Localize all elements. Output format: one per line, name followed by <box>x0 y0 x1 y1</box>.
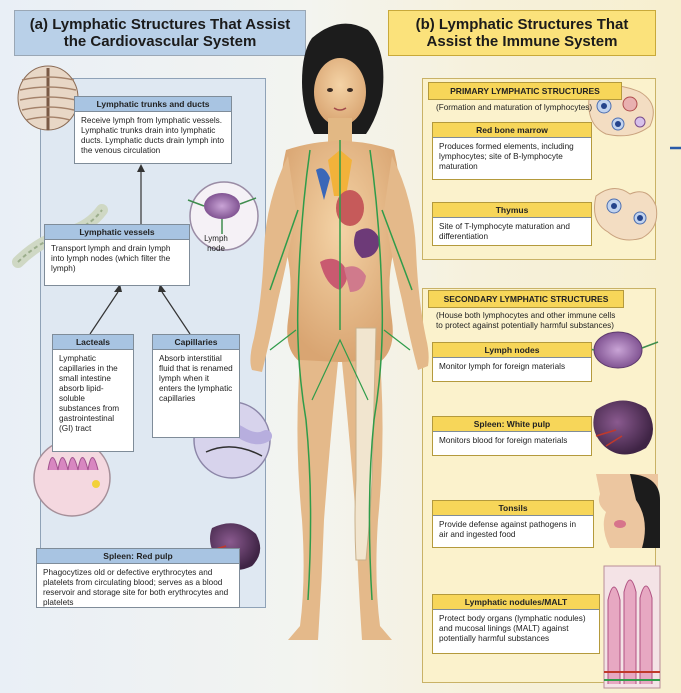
section-body: (Formation and maturation of lymphocytes… <box>436 103 593 112</box>
section-body: (House both lymphocytes and other immune… <box>436 311 616 330</box>
ribcage-illustration <box>17 65 79 131</box>
box-spleen-red-pulp: Spleen: Red pulp Phagocytizes old or def… <box>36 548 240 608</box>
box-body: Provide defense against pathogens in air… <box>439 520 577 539</box>
box-body: Receive lymph from lymphatic vessels. Ly… <box>81 116 225 155</box>
box-title: Lacteals <box>53 335 133 350</box>
panel-arrows <box>89 146 681 335</box>
box-title: Capillaries <box>153 335 239 350</box>
human-figure <box>250 23 429 640</box>
box-body: Absorb interstitial fluid that is rename… <box>159 354 233 403</box>
box-body: Monitor lymph for foreign materials <box>439 362 566 371</box>
box-red-bone-marrow: Red bone marrow Produces formed elements… <box>432 122 592 180</box>
box-body: Protect body organs (lymphatic nodules) … <box>439 614 586 643</box>
box-title: Lymphatic vessels <box>45 225 189 240</box>
box-title: Lymph nodes <box>433 343 591 358</box>
section-title: PRIMARY LYMPHATIC STRUCTURES <box>428 82 622 100</box>
box-title: Tonsils <box>433 501 593 516</box>
box-body: Phagocytizes old or defective erythrocyt… <box>43 568 229 607</box>
box-capillaries: Capillaries Absorb interstitial fluid th… <box>152 334 240 438</box>
box-body: Site of T-lymphocyte maturation and diff… <box>439 222 570 241</box>
box-lymphatic-vessels: Lymphatic vessels Transport lymph and dr… <box>44 224 190 286</box>
header-cardiovascular: (a) Lymphatic Structures That Assist the… <box>14 10 306 56</box>
spleen-white-pulp-illustration <box>593 400 653 455</box>
malt-illustration <box>603 565 661 689</box>
header-primary-structures: PRIMARY LYMPHATIC STRUCTURES (Formation … <box>428 82 622 116</box>
box-title: Red bone marrow <box>433 123 591 138</box>
box-body: Transport lymph and drain lymph into lym… <box>51 244 171 273</box>
lacteal-illustration <box>33 439 111 517</box>
box-lymphatic-trunks: Lymphatic trunks and ducts Receive lymph… <box>74 96 232 164</box>
box-body: Lymphatic capillaries in the small intes… <box>59 354 120 433</box>
box-lymphatic-nodules-malt: Lymphatic nodules/MALT Protect body orga… <box>432 594 600 654</box>
box-title: Thymus <box>433 203 591 218</box>
box-title: Spleen: Red pulp <box>37 549 239 564</box>
lymph-node-illustration <box>187 181 259 251</box>
section-title: SECONDARY LYMPHATIC STRUCTURES <box>428 290 624 308</box>
header-secondary-structures: SECONDARY LYMPHATIC STRUCTURES (House bo… <box>428 290 624 334</box>
box-spleen-white-pulp: Spleen: White pulp Monitors blood for fo… <box>432 416 592 456</box>
lymph-node-label-line2: node <box>207 244 225 253</box>
lymph-node-label-line1: Lymph <box>204 234 228 243</box>
thymus-illustration <box>594 188 658 241</box>
header-immune: (b) Lymphatic Structures That Assist the… <box>388 10 656 56</box>
box-title: Spleen: White pulp <box>433 417 591 432</box>
box-tonsils: Tonsils Provide defense against pathogen… <box>432 500 594 548</box>
box-thymus: Thymus Site of T-lymphocyte maturation a… <box>432 202 592 246</box>
box-lacteals: Lacteals Lymphatic capillaries in the sm… <box>52 334 134 452</box>
box-lymph-nodes: Lymph nodes Monitor lymph for foreign ma… <box>432 342 592 382</box>
box-body: Monitors blood for foreign materials <box>439 436 568 445</box>
box-body: Produces formed elements, including lymp… <box>439 142 574 171</box>
tonsils-illustration <box>596 474 660 548</box>
box-title: Lymphatic trunks and ducts <box>75 97 231 112</box>
box-title: Lymphatic nodules/MALT <box>433 595 599 610</box>
